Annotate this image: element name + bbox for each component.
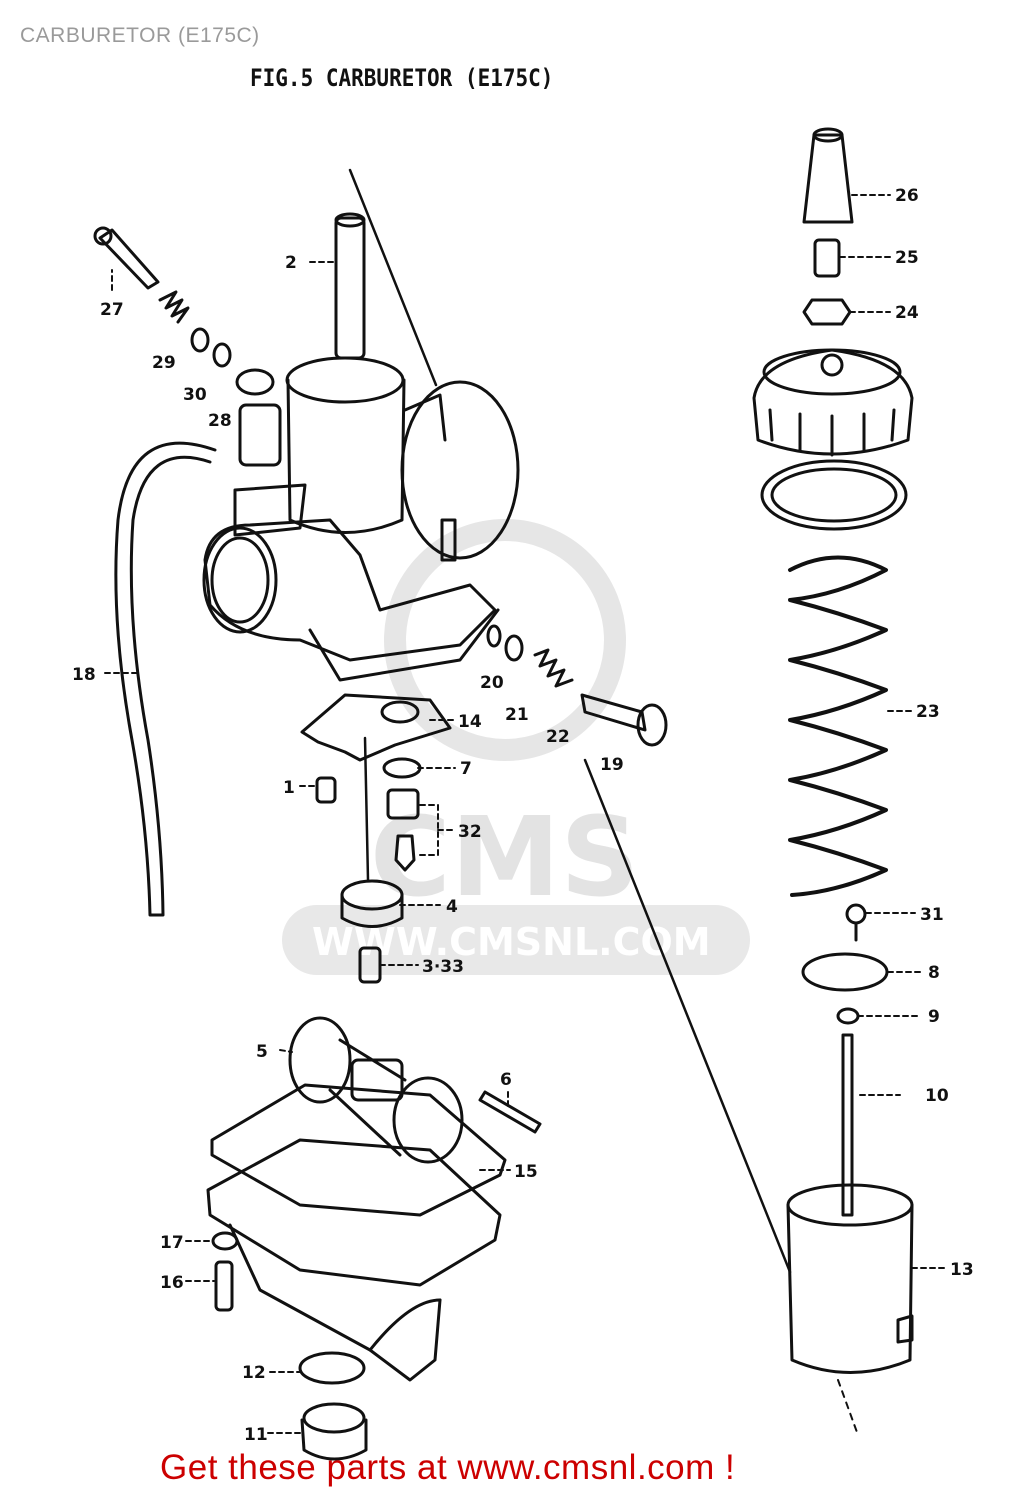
carburetor-top-cap (752, 348, 914, 457)
washer-21-part (504, 634, 524, 662)
needle-clip-part (836, 1007, 860, 1025)
callout-20: 20 (480, 673, 504, 693)
alignment-line-top (348, 168, 438, 387)
callout-32: 32 (458, 822, 482, 842)
callout-14: 14 (458, 712, 482, 732)
float-bowl-part (206, 1138, 502, 1382)
callout-18: 18 (72, 665, 96, 685)
callout-15: 15 (514, 1162, 538, 1182)
float-pin-part (478, 1090, 542, 1134)
figure-caption: FIG.5 CARBURETOR (E175C) (250, 64, 554, 92)
watermark-brand: CMS (370, 793, 639, 921)
callout-28: 28 (208, 411, 232, 431)
callout-7: 7 (460, 759, 472, 779)
alignment-line-slide (583, 758, 792, 1274)
alignment-line-float (363, 736, 370, 882)
callout-22: 22 (546, 727, 570, 747)
callout-labels: 2 27 29 30 28 18 20 21 22 19 14 7 1 32 4… (72, 186, 974, 1445)
callout-6: 6 (500, 1070, 512, 1090)
clip-screw-part (845, 903, 867, 942)
callout-24: 24 (895, 303, 919, 323)
overflow-hose-part (114, 441, 217, 917)
idle-screw-part (93, 226, 160, 290)
callout-30: 30 (183, 385, 207, 405)
needle-jet-part (340, 879, 404, 928)
washer-7-part (382, 757, 422, 779)
spring-22-part (533, 648, 574, 688)
needle-valve-part (386, 788, 420, 872)
callout-21: 21 (505, 705, 529, 725)
leader-lines (104, 194, 946, 1434)
jet-needle-part (841, 1033, 854, 1217)
callout-9: 9 (928, 1007, 940, 1027)
callout-5: 5 (256, 1042, 268, 1062)
callout-17: 17 (160, 1233, 184, 1253)
cms-watermark: CMS WWW.CMSNL.COM (282, 519, 750, 975)
gasket-plate-part (300, 693, 452, 762)
throttle-spring-part (788, 555, 888, 897)
needle-plate-part (801, 952, 889, 992)
locknut-part (802, 298, 852, 326)
adjuster-part (813, 238, 841, 278)
throttle-slide-part (786, 1183, 914, 1374)
pilot-jet-part (315, 776, 337, 804)
carburetor-body (202, 356, 520, 682)
callout-26: 26 (895, 186, 919, 206)
washer-17-part (211, 1231, 239, 1251)
callout-31: 31 (920, 905, 944, 925)
callout-4: 4 (446, 897, 458, 917)
callout-13: 13 (950, 1260, 974, 1280)
callout-25: 25 (895, 248, 919, 268)
callout-23: 23 (916, 702, 940, 722)
idle-spring-part (158, 290, 190, 324)
o-ring-20-part (486, 624, 502, 648)
page-title: CARBURETOR (E175C) (20, 24, 260, 47)
bowl-screw-part (214, 1260, 234, 1312)
vent-tube-part (334, 212, 366, 360)
air-screw-part (580, 693, 668, 747)
callout-1: 1 (283, 778, 295, 798)
rubber-cap-part (802, 133, 854, 224)
cap-gasket-part (760, 459, 908, 531)
float-part (288, 1016, 464, 1164)
callout-11: 11 (244, 1425, 268, 1445)
footer-parts-link[interactable]: Get these parts at www.cmsnl.com ! (160, 1448, 736, 1487)
drain-plug-part (300, 1402, 368, 1461)
o-ring-12-part (298, 1351, 366, 1385)
callout-10: 10 (925, 1086, 949, 1106)
callout-3-33: 3·33 (422, 957, 464, 977)
callout-8: 8 (928, 963, 940, 983)
callout-19: 19 (600, 755, 624, 775)
callout-29: 29 (152, 353, 176, 373)
callout-12: 12 (242, 1363, 266, 1383)
o-ring-28-part (212, 342, 232, 368)
callout-2: 2 (285, 253, 297, 273)
callout-16: 16 (160, 1273, 184, 1293)
alignment-line-bottom (837, 1379, 859, 1436)
washer-30-part (190, 327, 210, 353)
callout-27: 27 (100, 300, 124, 320)
